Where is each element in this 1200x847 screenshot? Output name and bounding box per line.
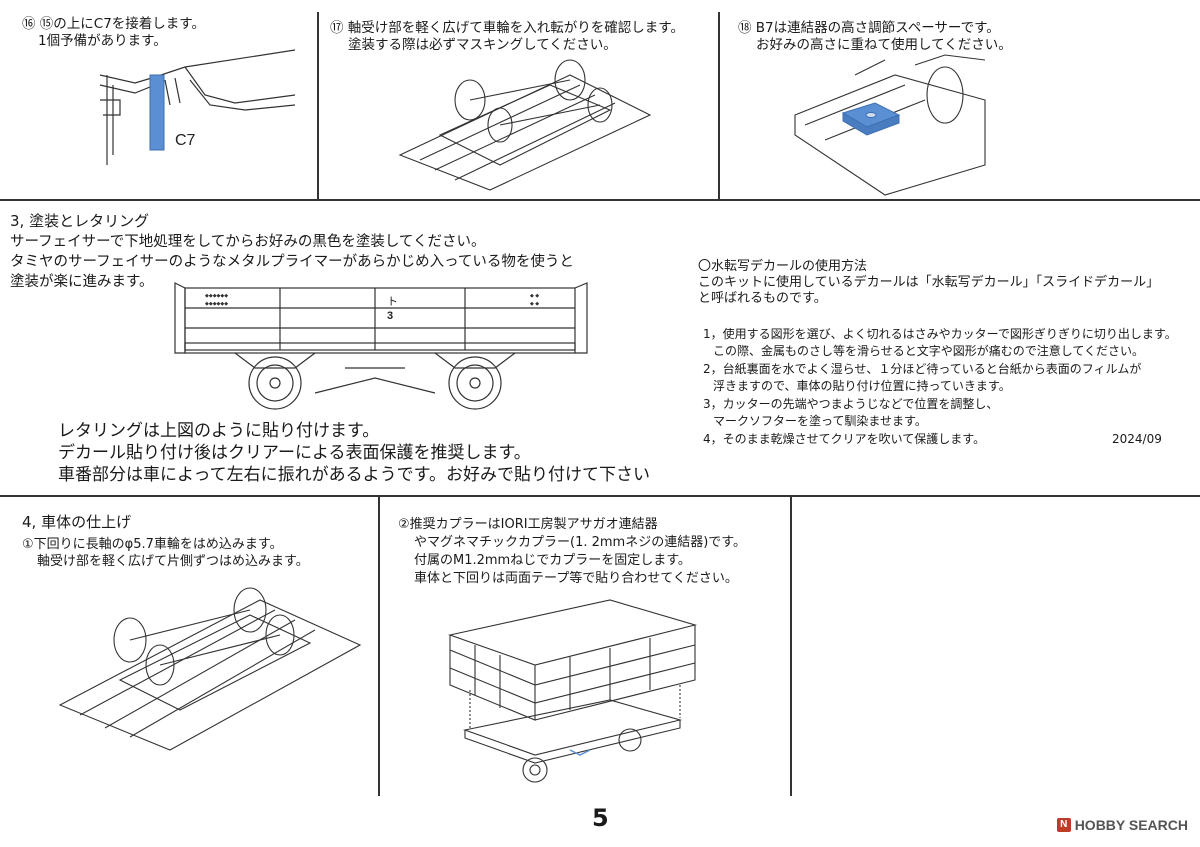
- car-number: 3: [387, 310, 393, 322]
- divider-v2: [718, 12, 720, 200]
- decal-intro1: このキットに使用しているデカールは「水転写デカール」「スライドデカール」: [698, 275, 1160, 290]
- step17-text: ⑰ 軸受け部を軽く広げて車輪を入れ転がりを確認します。: [330, 20, 684, 36]
- section4-step2a: ②推奨カプラーはIORI工房製アサガオ連結器: [398, 517, 658, 532]
- page-number: 5: [592, 804, 609, 832]
- svg-text:◆◆◆◆◆◆: ◆◆◆◆◆◆: [205, 293, 228, 299]
- divider-mid-horizontal: [0, 495, 1200, 497]
- car-letter: ト: [387, 295, 398, 308]
- section4-title: 4, 車体の仕上げ: [22, 513, 132, 531]
- step18-text: ⑱ B7は連結器の高さ調節スペーサーです。: [738, 20, 1000, 36]
- decal-step3b: マークソフターを塗って馴染ませます。: [713, 414, 927, 428]
- section3-p3: 塗装が楽に進みます。: [10, 274, 154, 290]
- decal-date: 2024/09: [1112, 432, 1162, 446]
- section3-note2: デカール貼り付け後はクリアーによる表面保護を推奨します。: [58, 443, 531, 463]
- decal-step2a: 2，台紙裏面を水でよく湿らせ、１分ほど待っていると台紙から表面のフィルムが: [703, 362, 1142, 376]
- part-c7-label: C7: [175, 132, 196, 149]
- section3-note1: レタリングは上図のように貼り付けます。: [58, 421, 380, 441]
- section4-step2b: やマグネマチックカプラー(1. 2mmネジの連結器)です。: [414, 535, 746, 550]
- decal-step4: 4，そのまま乾燥させてクリアを吹いて保護します。: [703, 432, 986, 446]
- step18-illustration: [794, 54, 986, 196]
- decal-title: 〇水転写デカールの使用方法: [698, 259, 868, 274]
- part-c7: [149, 74, 165, 151]
- section3-p2: タミヤのサーフェイサーのようなメタルプライマーがあらかじめ入っている物を使うと: [10, 254, 574, 270]
- section4-step1b: 軸受け部を軽く広げて片側ずつはめ込みます。: [37, 554, 309, 569]
- decal-step1b: この際、金属ものさし等を滑らせると文字や図形が痛むので注意してください。: [713, 344, 1145, 358]
- divider-v3: [378, 496, 380, 796]
- section4-wheel-illustration: [58, 587, 362, 751]
- section4-step1a: ①下回りに長軸のφ5.7車輪をはめ込みます。: [22, 537, 283, 552]
- decal-step3a: 3，カッターの先端やつまようじなどで位置を調整し、: [703, 397, 999, 411]
- freight-car-side-view: ◆◆◆◆◆◆ ◆◆◆◆◆◆ ト 3 ◆ ◆ ◆ ◆: [174, 282, 588, 410]
- step17-text2: 塗装する際は必ずマスキングしてください。: [348, 37, 617, 53]
- section3-title: 3, 塗装とレタリング: [10, 212, 150, 230]
- step18-text2: お好みの高さに重ねて使用してください。: [756, 37, 1012, 53]
- svg-text:◆ ◆: ◆ ◆: [530, 293, 539, 299]
- step16-text2: 1個予備があります。: [38, 33, 167, 49]
- step16-illustration: C7: [99, 49, 296, 165]
- step17-illustration: [398, 59, 652, 191]
- decal-intro2: と呼ばれるものです。: [698, 291, 827, 306]
- svg-text:◆◆◆◆◆◆: ◆◆◆◆◆◆: [205, 301, 228, 307]
- section4-step2d: 車体と下回りは両面テープ等で貼り合わせてください。: [414, 571, 738, 586]
- step16-text: ⑯ ⑮の上にC7を接着します。: [22, 16, 205, 32]
- section3-p1: サーフェイサーで下地処理をしてからお好みの黒色を塗装してください。: [10, 234, 486, 250]
- watermark-text: HOBBY SEARCH: [1074, 817, 1188, 833]
- section3-note3: 車番部分は車によって左右に振れがあるようです。お好みで貼り付けて下さい: [58, 465, 650, 485]
- assembly-exploded-view: [447, 599, 698, 783]
- decal-step1a: 1，使用する図形を選び、よく切れるはさみやカッターで図形ぎりぎりに切り出します。: [703, 327, 1177, 341]
- svg-text:◆ ◆: ◆ ◆: [530, 301, 539, 307]
- hobbysearch-logo-icon: N: [1056, 818, 1071, 832]
- watermark: N HOBBY SEARCH: [1056, 817, 1188, 833]
- section4-step2c: 付属のM1.2mmねじでカプラーを固定します。: [414, 553, 691, 568]
- decal-step2b: 浮きますので、車体の貼り付け位置に持っていきます。: [713, 379, 1011, 393]
- divider-v1: [317, 12, 319, 200]
- divider-v4: [790, 496, 792, 796]
- divider-top-horizontal: [0, 199, 1200, 201]
